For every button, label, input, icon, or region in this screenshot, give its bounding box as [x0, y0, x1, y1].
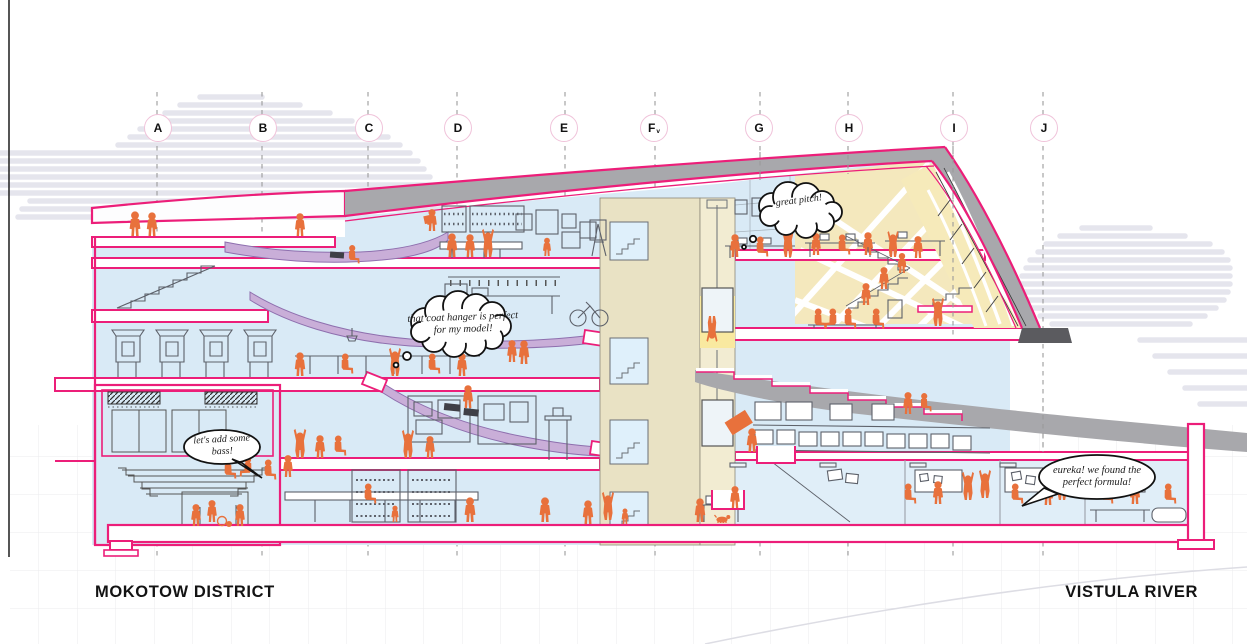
core-and-elevator [599, 197, 736, 546]
grid-marker-i: I [940, 114, 968, 142]
speech-bubble-eureka: eureka! we found the perfect formula! [1053, 465, 1141, 489]
grid-marker-b: B [249, 114, 277, 142]
grid-marker-e: E [550, 114, 578, 142]
human-figures [129, 209, 1177, 527]
label-vistula-river: VISTULA RIVER [1065, 583, 1198, 601]
speech-bubble-bass: let's add some bass! [193, 432, 251, 458]
left-block-furniture [110, 205, 609, 523]
label-mokotow-district: MOKOTOW DISTRICT [95, 583, 275, 601]
column-grid-overlays [759, 141, 1044, 452]
grid-marker-d: D [444, 114, 472, 142]
grid-marker-c: C [355, 114, 383, 142]
grid-marker-a: A [144, 114, 172, 142]
grid-marker-j: J [1030, 114, 1058, 142]
grid-marker-h: H [835, 114, 863, 142]
grid-marker-g: G [745, 114, 773, 142]
pink-cut-details [55, 237, 1215, 557]
speech-bubble-shapes [183, 181, 1156, 507]
roof-and-facade [90, 145, 1072, 343]
speech-bubble-coat-hanger: that coat hanger is perfect for my model… [407, 310, 519, 337]
